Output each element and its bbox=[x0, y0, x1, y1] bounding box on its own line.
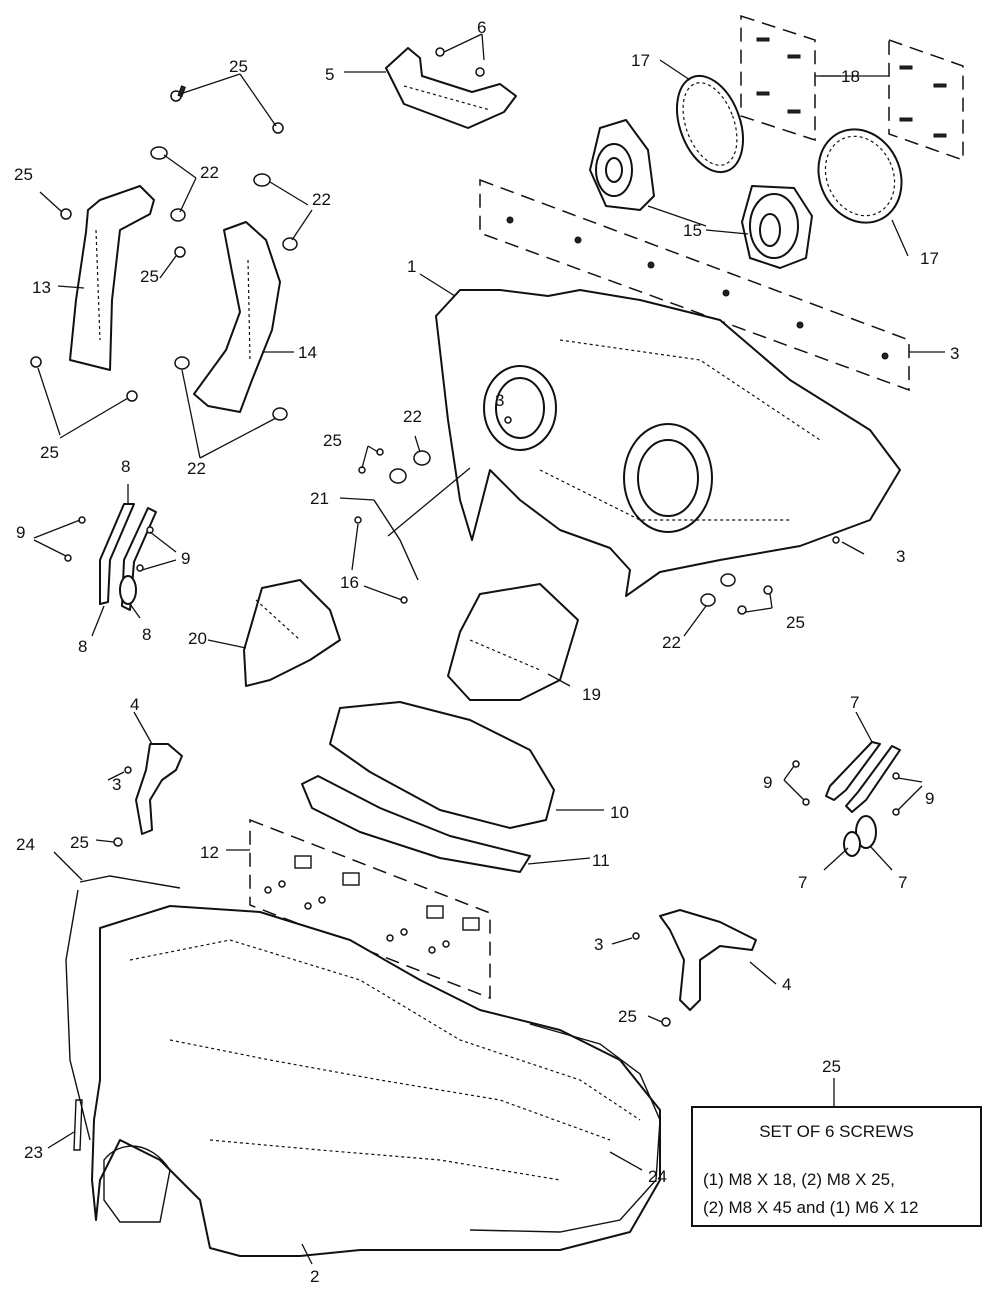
clip-group-12 bbox=[249, 818, 491, 1000]
note-line-2: (2) M8 X 45 and (1) M6 X 12 bbox=[703, 1198, 919, 1217]
cover-20 bbox=[243, 579, 341, 687]
callout-21: 21 bbox=[310, 489, 329, 508]
callout-25: 25 bbox=[14, 165, 33, 184]
callout-19: 19 bbox=[582, 685, 601, 704]
callout-25: 25 bbox=[618, 1007, 637, 1026]
callout-18: 18 bbox=[841, 67, 860, 86]
callout-22: 22 bbox=[662, 633, 681, 652]
callout-6: 6 bbox=[477, 18, 486, 37]
hardware-22-25 bbox=[30, 85, 900, 1027]
callout-8: 8 bbox=[78, 637, 87, 656]
bracket-14 bbox=[193, 221, 281, 413]
hinge-7 bbox=[825, 741, 901, 857]
callout-25-note: 25 bbox=[822, 1057, 841, 1076]
outer-fairing-2 bbox=[91, 905, 661, 1257]
bracket-13 bbox=[69, 185, 155, 371]
callout-9: 9 bbox=[925, 789, 934, 808]
callout-20: 20 bbox=[188, 629, 207, 648]
callout-8: 8 bbox=[121, 457, 130, 476]
callout-8: 8 bbox=[142, 625, 151, 644]
callout-17: 17 bbox=[631, 51, 650, 70]
bracket-5 bbox=[385, 47, 517, 129]
callout-14: 14 bbox=[298, 343, 317, 362]
inner-fairing-1 bbox=[435, 289, 901, 597]
callout-3: 3 bbox=[594, 935, 603, 954]
callout-25: 25 bbox=[70, 833, 89, 852]
screw-group-18-right bbox=[888, 38, 964, 162]
trim-strip-24-right bbox=[469, 1023, 661, 1233]
speaker-ring-17-right bbox=[817, 128, 903, 224]
callout-10: 10 bbox=[610, 803, 629, 822]
windshield-10 bbox=[329, 701, 555, 829]
screws-6 bbox=[435, 47, 485, 77]
spring-21 bbox=[373, 499, 419, 581]
callout-22: 22 bbox=[187, 459, 206, 478]
callout-9: 9 bbox=[16, 523, 25, 542]
callout-24: 24 bbox=[16, 835, 35, 854]
callout-4: 4 bbox=[782, 975, 791, 994]
callout-7: 7 bbox=[850, 693, 859, 712]
trim-23 bbox=[73, 1099, 83, 1151]
callout-22: 22 bbox=[403, 407, 422, 426]
speaker-15-right bbox=[741, 185, 813, 269]
callout-16: 16 bbox=[340, 573, 359, 592]
callout-24: 24 bbox=[648, 1167, 667, 1186]
speaker-ring-17-left bbox=[676, 74, 744, 174]
leader-lines bbox=[33, 33, 945, 1265]
callout-labels: 5 6 25 22 22 25 25 13 14 25 22 17 18 15 … bbox=[14, 18, 959, 1286]
note-line-1: (1) M8 X 18, (2) M8 X 25, bbox=[703, 1170, 895, 1189]
bracket-4-left bbox=[135, 743, 183, 835]
note-title: SET OF 6 SCREWS bbox=[759, 1122, 914, 1141]
callout-5: 5 bbox=[325, 65, 334, 84]
speaker-15-left bbox=[589, 119, 655, 211]
callout-17: 17 bbox=[920, 249, 939, 268]
callout-25: 25 bbox=[323, 431, 342, 450]
callout-7: 7 bbox=[898, 873, 907, 892]
callout-3: 3 bbox=[896, 547, 905, 566]
callout-4: 4 bbox=[130, 695, 139, 714]
callout-25: 25 bbox=[229, 57, 248, 76]
callout-11: 11 bbox=[592, 851, 610, 870]
screw-group-3 bbox=[479, 178, 910, 392]
callout-3: 3 bbox=[112, 775, 121, 794]
callout-25: 25 bbox=[40, 443, 59, 462]
callout-9: 9 bbox=[181, 549, 190, 568]
screw-set-note-box: SET OF 6 SCREWS (1) M8 X 18, (2) M8 X 25… bbox=[691, 1106, 982, 1227]
callout-15: 15 bbox=[683, 221, 702, 240]
callout-3: 3 bbox=[495, 391, 504, 410]
screw-group-18-left bbox=[740, 14, 816, 142]
callout-9: 9 bbox=[763, 773, 772, 792]
callout-7: 7 bbox=[798, 873, 807, 892]
bracket-4-right bbox=[659, 909, 757, 1011]
cover-19 bbox=[447, 583, 579, 701]
callout-22: 22 bbox=[312, 190, 331, 209]
callout-3: 3 bbox=[950, 344, 959, 363]
trim-11 bbox=[301, 775, 531, 873]
callout-12: 12 bbox=[200, 843, 219, 862]
callout-25: 25 bbox=[140, 267, 159, 286]
callout-1: 1 bbox=[407, 257, 416, 276]
callout-25: 25 bbox=[786, 613, 805, 632]
callout-23: 23 bbox=[24, 1143, 43, 1162]
callout-13: 13 bbox=[32, 278, 51, 297]
callout-2: 2 bbox=[310, 1267, 319, 1286]
hinge-8 bbox=[99, 503, 157, 611]
callout-22: 22 bbox=[200, 163, 219, 182]
